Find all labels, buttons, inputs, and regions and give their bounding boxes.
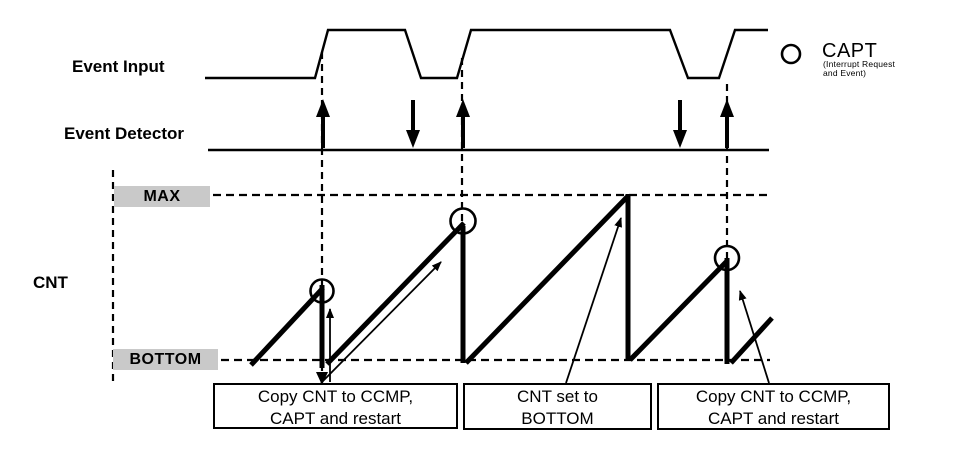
callout-pointer-arrow bbox=[320, 261, 442, 384]
callout-box-copy-cnt-2: Copy CNT to CCMP, CAPT and restart bbox=[657, 383, 890, 430]
capt-marker-icon bbox=[309, 278, 335, 304]
callout-text-line1: Copy CNT to CCMP, bbox=[695, 387, 852, 406]
callout-text-line2: BOTTOM bbox=[521, 409, 594, 428]
cnt-sawtooth-waveform bbox=[249, 194, 774, 368]
capt-marker-icon bbox=[449, 207, 477, 235]
capt-legend-subtext: (Interrupt Request and Event) bbox=[823, 60, 895, 78]
callout-text-line1: Copy CNT to CCMP, bbox=[257, 387, 414, 406]
cnt-ramp bbox=[729, 316, 774, 365]
callout-text-line2: CAPT and restart bbox=[707, 409, 840, 428]
event-input-waveform bbox=[205, 28, 768, 80]
falling-edge-arrow-icon bbox=[406, 100, 420, 148]
max-level-tag: MAX bbox=[114, 186, 210, 207]
cnt-ramp bbox=[464, 194, 630, 365]
callout-pointer-arrow bbox=[738, 290, 770, 384]
cnt-ramp bbox=[628, 259, 729, 362]
falling-edge-arrow-icon bbox=[673, 100, 687, 148]
event-detector-label: Event Detector bbox=[64, 124, 184, 143]
capt-legend-subtext-line2: and Event) bbox=[823, 68, 867, 78]
callout-text-line1: CNT set to bbox=[517, 387, 598, 406]
capt-marker-icon bbox=[713, 244, 741, 272]
callout-box-cnt-set-to-bottom: CNT set to BOTTOM bbox=[463, 383, 652, 430]
capt-legend-subtext-line1: (Interrupt Request bbox=[823, 59, 896, 69]
capt-legend-label: CAPT bbox=[822, 40, 878, 62]
capt-legend-icon bbox=[780, 43, 802, 65]
cnt-ramp bbox=[325, 221, 466, 366]
callout-text-line2: CAPT and restart bbox=[269, 409, 402, 428]
bottom-level-tag: BOTTOM bbox=[113, 349, 218, 370]
cnt-label: CNT bbox=[33, 273, 68, 292]
cnt-ramp bbox=[249, 286, 325, 367]
callout-pointer-arrow bbox=[565, 217, 622, 384]
callout-box-copy-cnt-1: Copy CNT to CCMP, CAPT and restart bbox=[213, 383, 458, 429]
event-input-label: Event Input bbox=[72, 57, 165, 76]
